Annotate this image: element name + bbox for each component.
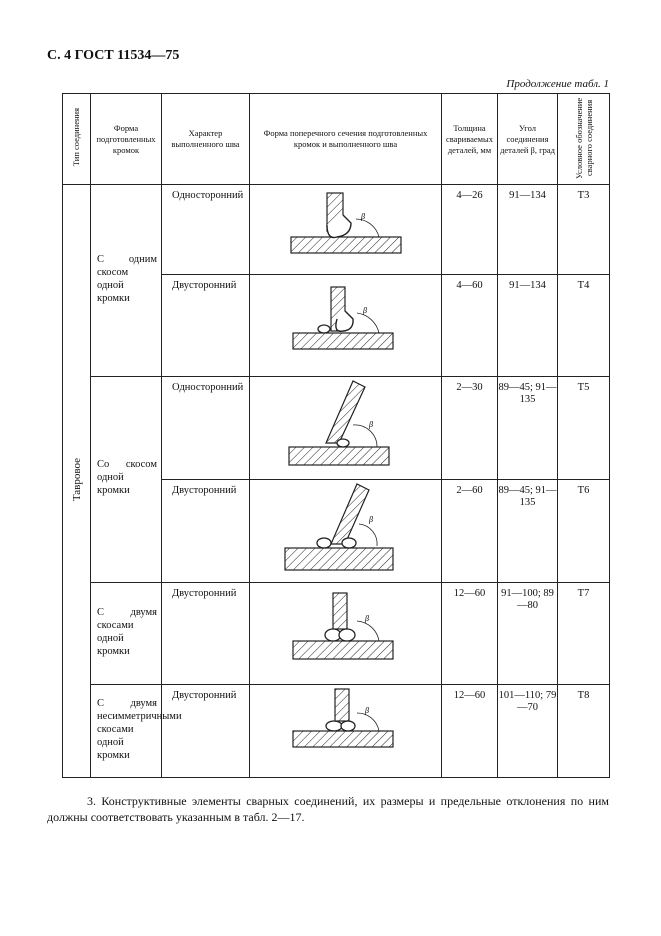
designation-cell: Т8 [557,684,610,778]
joint-type-cell: Тавровое [62,184,91,778]
col-thickness: Толщина свариваемых деталей, мм [441,93,498,185]
note-paragraph: 3. Конструктивные элементы сварных соеди… [47,794,609,824]
weld-diagram-t6: β [283,483,394,571]
thickness-cell: 12—60 [441,582,498,685]
edge-shape-cell: С двумя скосами одной кромки [90,582,162,685]
weld-character-cell: Двусторонний [161,582,250,685]
table-row: Со скосом одной кромки Односторонний β 2… [63,376,610,583]
svg-text:β: β [362,306,367,315]
thickness-cell: 4—26 [441,184,498,275]
svg-text:β: β [368,515,373,524]
angle-cell: 91—134 [497,184,558,275]
table-row: Двусторонний β 4—60 91—134 Т4 [63,274,610,377]
weld-diagram-t4: β [291,286,394,350]
edge-shape-cell: Со скосом одной кромки [90,376,162,583]
designation-cell: Т6 [557,479,610,583]
angle-cell: 91—134 [497,274,558,377]
designation-cell: Т4 [557,274,610,377]
cross-section-figure: β [249,184,442,275]
table-row: С двумя несимметричными скосами одной кр… [63,684,610,778]
edge-shape-cell: С двумя несимметричными скосами одной кр… [90,684,182,778]
weld-character-cell: Односторонний [161,184,250,275]
designation-cell: Т3 [557,184,610,275]
cross-section-figure: β [249,479,442,583]
svg-text:β: β [364,614,369,623]
weld-character-cell: Двусторонний [161,684,250,778]
col-edge-shape: Форма подготовленных кромок [90,93,162,185]
weld-diagram-t5: β [287,380,390,466]
edge-shape-cell: С одним скосом одной кромки [90,184,162,377]
svg-text:β: β [368,420,373,429]
angle-cell: 89—45; 91—135 [497,376,558,480]
cross-section-figure: β [249,582,442,685]
designation-cell: Т7 [557,582,610,685]
col-weld-character: Характер выполненного шва [161,93,250,185]
thickness-cell: 2—30 [441,376,498,480]
table-row: С двумя скосами одной кромки Двусторонни… [63,582,610,685]
cross-section-figure: β [249,684,442,778]
page-header: С. 4 ГОСТ 11534—75 [47,48,180,63]
thickness-cell: 4—60 [441,274,498,377]
svg-text:β: β [364,706,369,715]
thickness-cell: 2—60 [441,479,498,583]
col-joint-type: Тип соединения [62,93,91,185]
col-cross-section: Форма поперечного сечения подготовленных… [249,93,442,185]
angle-cell: 91—100; 89—80 [497,582,558,685]
weld-diagram-t3: β [289,192,402,254]
table-header-row: Тип соединения Форма подготовленных кром… [62,93,610,185]
svg-text:β: β [360,212,365,221]
weld-character-cell: Двусторонний [161,479,250,583]
designation-cell: Т5 [557,376,610,480]
cross-section-figure: β [249,274,442,377]
table-row: Двусторонний β 2—60 89—45; 91—135 Т6 [63,479,610,583]
weld-character-cell: Двусторонний [161,274,250,377]
thickness-cell: 12—60 [441,684,498,778]
table-continuation-label: Продолжение табл. 1 [506,78,609,90]
col-designation: Условное обозначение сварного соединения [557,93,610,185]
cross-section-figure: β [249,376,442,480]
col-angle: Угол соединения деталей β, град [497,93,558,185]
weld-diagram-t8: β [291,688,394,748]
weld-joints-table: Тип соединения Форма подготовленных кром… [62,93,610,778]
angle-cell: 101—110; 79—70 [497,684,558,778]
angle-cell: 89—45; 91—135 [497,479,558,583]
table-row: Тавровое С одним скосом одной кромки Одн… [62,184,610,778]
weld-diagram-t7: β [291,592,394,660]
weld-character-cell: Односторонний [161,376,250,480]
